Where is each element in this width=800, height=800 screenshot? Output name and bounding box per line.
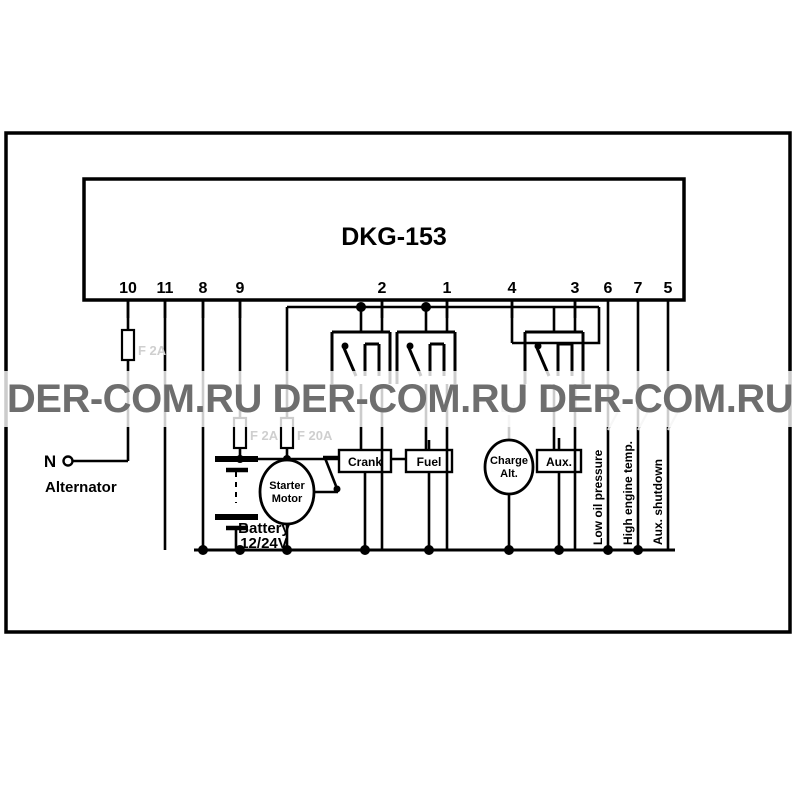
terminal-number-8: 8 xyxy=(199,280,208,297)
relay-charge-symbol xyxy=(523,330,585,386)
terminal-number-1: 1 xyxy=(443,280,452,297)
fuse-label-2: F 20A xyxy=(297,428,333,443)
ground-node-5 xyxy=(504,545,514,555)
terminal-number-6: 6 xyxy=(604,280,613,297)
dkg-module-title: DKG-153 xyxy=(341,223,447,251)
ground-node-7 xyxy=(603,545,613,555)
crank-coil-label: Crank xyxy=(348,455,382,469)
fuse-label-0: F 2A xyxy=(138,343,167,358)
fuse-label-group: F 2A F 2A F 20A xyxy=(138,343,333,443)
ground-node-4 xyxy=(424,545,434,555)
terminal-number-10: 10 xyxy=(119,280,137,297)
sensor-switch-blade-1 xyxy=(637,403,653,431)
fuse-starter-symbol xyxy=(279,416,295,450)
terminal-number-4: 4 xyxy=(508,280,517,297)
wire-t4-to-relay3 xyxy=(512,307,601,345)
terminal-number-group: 10 11 8 9 2 1 4 3 6 7 5 xyxy=(119,280,672,297)
charge-alt-label-line2: Alt. xyxy=(500,468,518,480)
battery-label-line2: 12/24V xyxy=(240,535,288,552)
ground-node-group xyxy=(198,545,643,555)
relay-crank-symbol xyxy=(330,330,392,386)
sensor-switch-blade-0 xyxy=(607,403,623,431)
ground-node-1 xyxy=(235,545,245,555)
sensor-label-2: Aux. shutdown xyxy=(651,459,665,545)
terminal-number-5: 5 xyxy=(664,280,673,297)
d-plus-label: D+ xyxy=(501,400,518,415)
battery-symbol xyxy=(215,456,258,550)
contactor-blade xyxy=(323,457,338,487)
fuel-coil-label: Fuel xyxy=(417,455,442,469)
ground-node-2 xyxy=(282,545,292,555)
sensor-label-0: Low oil pressure xyxy=(591,449,605,545)
starter-motor-symbol xyxy=(258,458,316,526)
contactor-pivot xyxy=(333,485,341,493)
ground-node-3 xyxy=(360,545,370,555)
battery-label-line1: Battery xyxy=(238,520,290,537)
starter-motor-label-line1: Starter xyxy=(269,480,305,492)
aux-coil-label: Aux. xyxy=(546,455,572,469)
charge-alt-symbol xyxy=(483,438,535,496)
terminal-number-11: 11 xyxy=(157,280,174,297)
sensor-input-group: Low oil pressure High engine temp. Aux. sh… xyxy=(591,318,683,550)
ground-node-6 xyxy=(554,545,564,555)
starter-motor-label-line2: Motor xyxy=(272,493,303,505)
sensor-switch-blade-2 xyxy=(667,403,683,431)
ground-node-0 xyxy=(198,545,208,555)
terminal-number-9: 9 xyxy=(236,280,245,297)
relay-symbol-group xyxy=(330,330,585,386)
fuse-alternator-symbol xyxy=(120,328,136,362)
terminal-pin-group xyxy=(126,300,670,318)
fuse-label-1: F 2A xyxy=(250,428,279,443)
terminal-number-2: 2 xyxy=(378,280,387,297)
alternator-label: Alternator xyxy=(45,479,117,496)
terminal-number-3: 3 xyxy=(571,280,580,297)
alternator-terminal-node xyxy=(62,455,74,467)
dkg-module-box xyxy=(82,177,686,302)
charge-alt-label-line1: Charge xyxy=(490,455,528,467)
relay-fuel-symbol xyxy=(395,330,457,386)
fuse-supply-symbol xyxy=(232,416,248,450)
sensor-label-1: High engine temp. xyxy=(621,441,635,545)
terminal-number-7: 7 xyxy=(634,280,643,297)
alternator-terminal-letter: N xyxy=(44,452,56,471)
ground-node-8 xyxy=(633,545,643,555)
